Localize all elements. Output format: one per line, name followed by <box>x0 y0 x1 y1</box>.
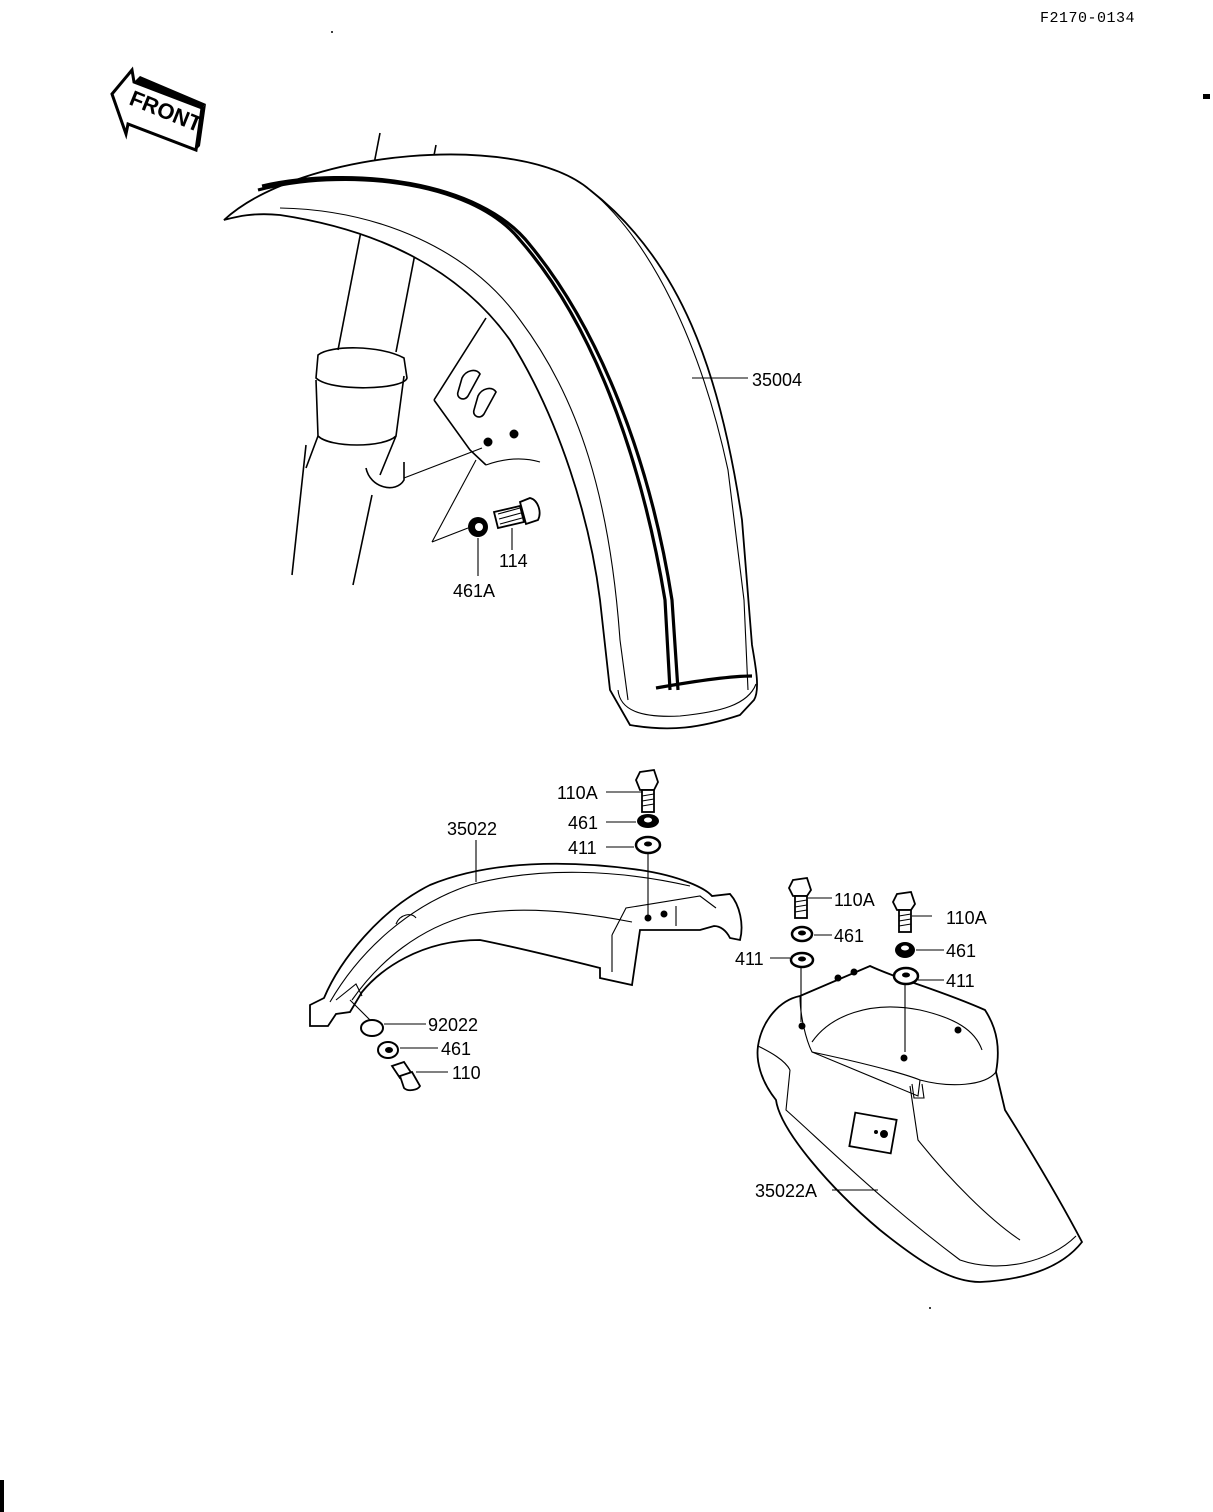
callout-110a-left: 110A <box>834 890 875 910</box>
callout-461-left: 461 <box>834 926 864 946</box>
speck <box>331 31 333 33</box>
rear-low-spacer-92022 <box>360 1019 384 1037</box>
bracket-hole-icon <box>483 437 493 447</box>
flap-bolt-left-110a <box>787 877 812 919</box>
flap-spacer-left-411 <box>789 951 815 969</box>
front-arrow-icon: FRONT <box>110 66 206 153</box>
callout-411-top: 411 <box>568 838 597 858</box>
front-fender-35004 <box>223 153 758 730</box>
flap-hole-icon <box>874 1130 878 1134</box>
rear-flap-35022a <box>756 965 1084 1283</box>
diagram-code: F2170-0134 <box>1040 10 1135 27</box>
front-leader-lines <box>403 447 483 543</box>
flap-spacer-right-411 <box>892 966 920 986</box>
callout-35022a: 35022A <box>755 1181 817 1201</box>
mount-hole-icon <box>900 1054 908 1062</box>
callout-92022: 92022 <box>428 1015 478 1035</box>
callout-35022: 35022 <box>447 819 497 839</box>
mount-hole-icon <box>644 914 652 922</box>
callout-461-right: 461 <box>946 941 976 961</box>
flap-washer-left-461 <box>790 925 814 943</box>
callout-461-top: 461 <box>568 813 598 833</box>
front-bolt-114 <box>492 497 541 550</box>
callout-411-left: 411 <box>735 949 764 969</box>
callout-461-low: 461 <box>441 1039 471 1059</box>
front-washer-461a <box>468 517 488 576</box>
bracket-hole-icon <box>509 429 519 439</box>
edge-mark-right <box>1203 94 1210 99</box>
flap-washer-right-461 <box>895 942 915 958</box>
flap-hole-icon <box>880 1130 888 1138</box>
callout-35004: 35004 <box>752 370 802 390</box>
callout-110a-top: 110A <box>557 783 598 803</box>
edge-mark-left <box>0 1480 4 1512</box>
callout-461a: 461A <box>453 581 495 601</box>
stack-axis <box>349 999 373 1023</box>
rear-top-spacer-411 <box>634 835 662 855</box>
mount-hole-icon <box>850 968 858 976</box>
rear-top-bolt-110a <box>635 769 659 813</box>
rear-low-washer-461 <box>377 1041 399 1059</box>
callout-110-low: 110 <box>452 1063 481 1083</box>
rear-top-washer-461 <box>637 814 659 828</box>
mount-hole-icon <box>954 1026 962 1034</box>
flap-bolt-right-110a <box>891 891 916 933</box>
callout-110a-right: 110A <box>946 908 987 928</box>
rear-fender-35022 <box>309 862 743 1027</box>
mount-hole-icon <box>834 974 842 982</box>
mount-hole-icon <box>798 1022 806 1030</box>
callout-411-right: 411 <box>946 971 975 991</box>
rear-low-bolt-110 <box>390 1060 422 1092</box>
speck <box>929 1307 931 1309</box>
callout-114: 114 <box>499 551 528 571</box>
mount-hole-icon <box>660 910 668 918</box>
